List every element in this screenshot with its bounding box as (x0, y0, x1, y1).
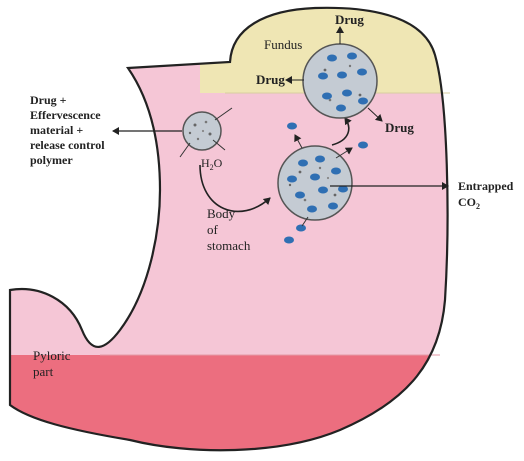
pyloric-label-line-1: Pyloric (33, 348, 71, 363)
released-drug-particle (287, 123, 297, 130)
input-label-line-5: polymer (30, 153, 73, 167)
pyloric-label-line-2: part (33, 364, 54, 379)
released-drug-particle (296, 225, 306, 232)
body-label-line-1: Body (207, 206, 236, 221)
input-label-line-4: release control (30, 138, 105, 152)
released-drug-particle (358, 142, 368, 149)
body-label-line-3: stomach (207, 238, 251, 253)
drug-label-top: Drug (335, 12, 364, 27)
input-label: Drug + Effervescence material + release … (30, 93, 105, 167)
drug-label-left: Drug (256, 72, 285, 87)
entrapped-label-line-1: Entrapped (458, 179, 514, 193)
input-label-line-3: material + (30, 123, 83, 137)
drug-label-right: Drug (385, 120, 414, 135)
input-label-line-2: Effervescence (30, 108, 101, 122)
released-drug-particle (284, 237, 294, 244)
body-label-line-2: of (207, 222, 219, 237)
entrapped-co2-label: Entrapped CO2 (458, 179, 514, 211)
floating-granule-middle (278, 146, 352, 220)
fundus-label: Fundus (264, 37, 302, 52)
input-label-line-1: Drug + (30, 93, 67, 107)
floating-granule-fundus (303, 44, 377, 118)
pyloric-region (0, 355, 524, 461)
entrapped-label-line-2: CO2 (458, 195, 480, 211)
